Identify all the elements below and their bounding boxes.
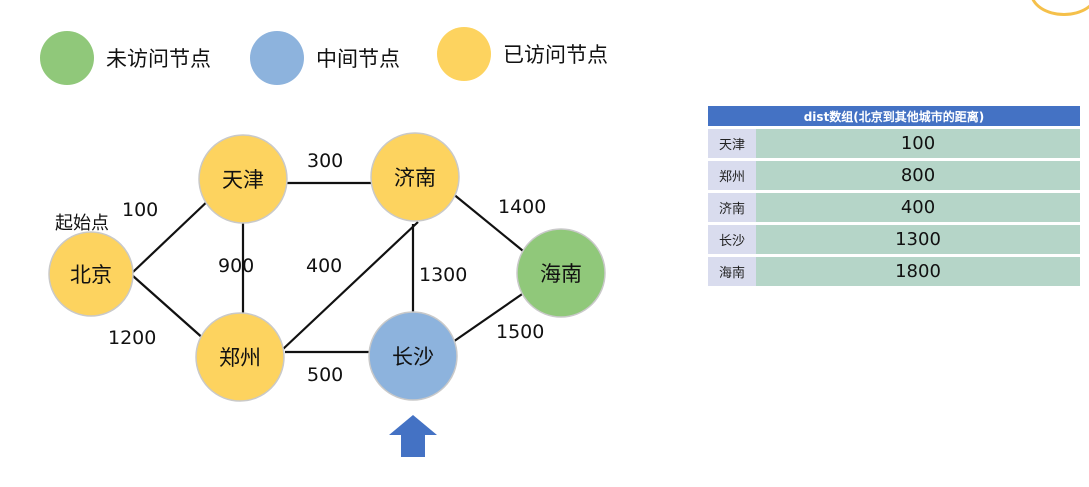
table-cell-dist: 1300 [756,225,1080,254]
node-changsha [368,311,458,401]
dist-table: dist数组(北京到其他城市的距离) 天津 100 郑州 800 济南 400 … [708,103,1080,289]
weight-beijing-tianjin: 100 [122,199,158,221]
node-label-changsha: 长沙 [392,345,434,369]
table-cell-dist: 800 [756,161,1080,190]
table-cell-city: 海南 [708,257,756,286]
table-cell-city: 济南 [708,193,756,222]
dist-table-header-row: dist数组(北京到其他城市的距离) [708,106,1080,126]
table-row: 郑州 800 [708,161,1080,190]
weight-jinan-hainan: 1400 [498,196,546,218]
edge-beijing-tianjin [132,196,213,273]
node-hainan [516,228,606,318]
edge-beijing-zhengzhou [132,275,206,341]
legend-dot-visited [437,27,491,81]
table-row: 海南 1800 [708,257,1080,286]
legend-visited: 已访问节点 [437,27,608,81]
weight-zhengzhou-jinan: 400 [306,255,342,277]
table-cell-dist: 1800 [756,257,1080,286]
up-arrow-icon [389,415,437,457]
node-label-tianjin: 天津 [222,168,264,192]
edge-changsha-hainan [449,289,529,345]
legend-unvisited: 未访问节点 [40,31,211,85]
legend-current: 中间节点 [250,31,400,85]
weight-tianjin-jinan: 300 [307,150,343,172]
table-cell-dist: 400 [756,193,1080,222]
node-label-zhengzhou: 郑州 [219,346,261,370]
node-label-jinan: 济南 [394,166,436,190]
node-label-beijing: 北京 [70,263,112,287]
table-cell-city: 长沙 [708,225,756,254]
table-row: 长沙 1300 [708,225,1080,254]
start-point-label: 起始点 [55,213,109,234]
table-cell-city: 郑州 [708,161,756,190]
node-label-hainan: 海南 [540,262,582,286]
weight-beijing-zhengzhou: 1200 [108,327,156,349]
legend-dot-unvisited [40,31,94,85]
weight-changsha-hainan: 1500 [496,321,544,343]
weight-tianjin-zhengzhou: 900 [218,255,254,277]
node-zhengzhou [195,312,285,402]
edge-zhengzhou-jinan [281,221,419,351]
weight-jinan-changsha: 1300 [419,264,467,286]
table-cell-dist: 100 [756,129,1080,158]
node-jinan [370,132,460,222]
node-tianjin [198,134,288,224]
legend-label-unvisited: 未访问节点 [106,47,211,71]
legend-label-visited: 已访问节点 [503,43,608,67]
logo-badge [1030,0,1089,16]
dist-table-title: dist数组(北京到其他城市的距离) [708,106,1080,126]
weight-zhengzhou-changsha: 500 [307,364,343,386]
table-row: 天津 100 [708,129,1080,158]
table-cell-city: 天津 [708,129,756,158]
legend-dot-current [250,31,304,85]
table-row: 济南 400 [708,193,1080,222]
edge-jinan-hainan [451,192,529,256]
legend-label-current: 中间节点 [316,47,400,71]
node-beijing [48,231,134,317]
city-graph: 100 1200 300 900 400 500 1300 1400 1500 … [48,132,606,457]
